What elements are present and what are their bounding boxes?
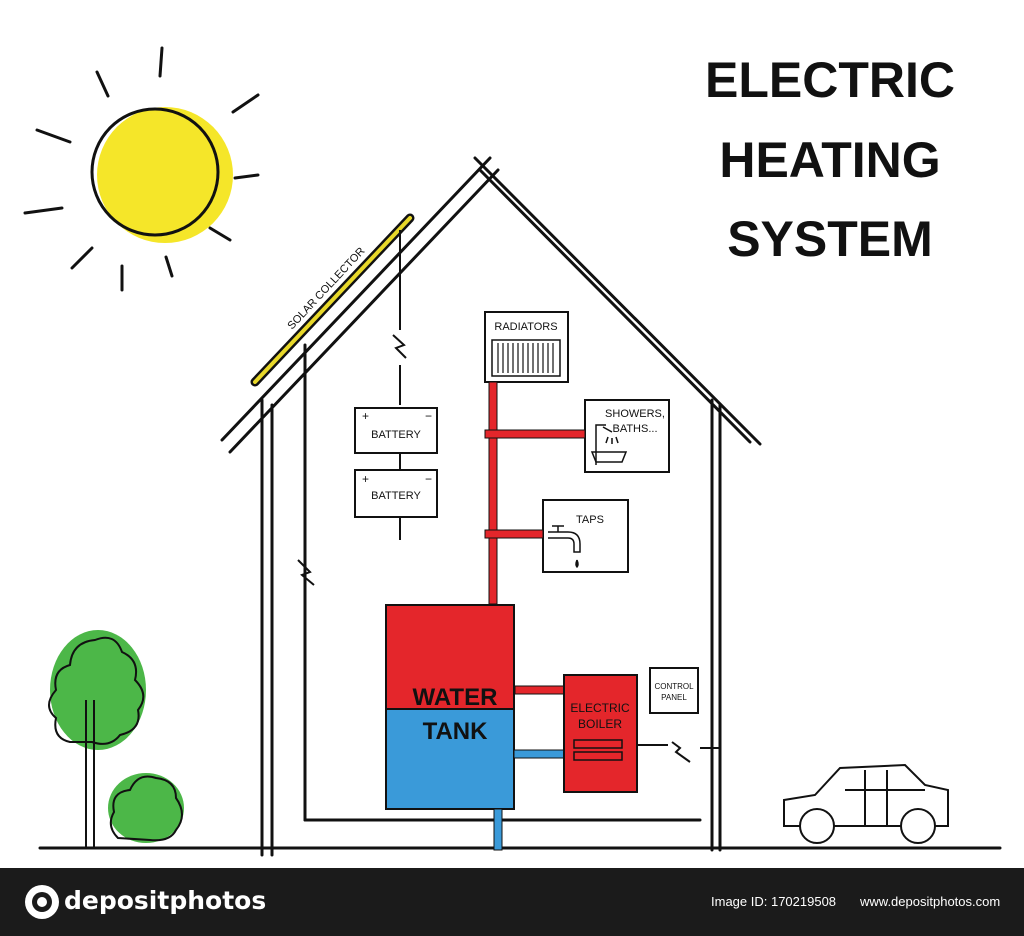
footer-brand: depositphotos: [64, 886, 267, 915]
svg-text:−: −: [425, 472, 432, 486]
car-icon: [783, 763, 949, 844]
svg-text:+: +: [362, 409, 369, 423]
radiators-label: RADIATORS: [494, 321, 557, 333]
watermark-footer: depositphotos Image ID: 170219508 www.de…: [0, 868, 1024, 936]
taps: TAPS: [542, 499, 629, 573]
control-panel-label-line1: CONTROL: [654, 682, 694, 691]
house-roof: [220, 156, 762, 454]
boiler-label-line2: BOILER: [578, 717, 622, 731]
title-line-2: HEATING: [719, 132, 940, 188]
water-tank: WATER TANK: [385, 604, 515, 810]
title-line-3: SYSTEM: [727, 211, 933, 267]
battery-2-label: BATTERY: [371, 490, 421, 502]
sun-icon: [23, 46, 260, 292]
bush-icon: [108, 773, 184, 843]
water-tank-label-line1: WATER: [413, 684, 498, 711]
electric-heating-diagram: ELECTRIC HEATING SYSTEM SOLAR COLLECTOR: [23, 46, 1002, 857]
taps-label: TAPS: [576, 514, 604, 526]
svg-text:−: −: [425, 409, 432, 423]
depositphotos-logo-icon: [25, 885, 59, 919]
showers-label-line1: SHOWERS,: [605, 408, 665, 420]
solar-collector: SOLAR COLLECTOR: [250, 213, 415, 387]
radiator: RADIATORS: [484, 311, 569, 383]
battery-1-label: BATTERY: [371, 429, 421, 441]
electric-boiler: ELECTRIC BOILER: [563, 674, 638, 793]
water-tank-label-line2: TANK: [423, 718, 489, 745]
showers-label-line2: BATHS...: [612, 423, 657, 435]
boiler-label-line1: ELECTRIC: [570, 701, 630, 715]
control-panel-label-line2: PANEL: [661, 693, 687, 702]
footer-url[interactable]: www.depositphotos.com: [860, 894, 1001, 909]
tap-icon: [548, 525, 581, 569]
battery-2: + − BATTERY: [354, 469, 438, 518]
title-line-1: ELECTRIC: [705, 52, 955, 108]
shower-bath-icon: [590, 424, 628, 465]
battery-1: + − BATTERY: [354, 407, 438, 454]
control-panel: CONTROL PANEL: [649, 667, 699, 714]
tree-icon: [48, 630, 146, 848]
house-walls: [38, 343, 1002, 857]
footer-image-id: Image ID: 170219508: [711, 894, 837, 909]
svg-text:+: +: [362, 472, 369, 486]
showers-baths: SHOWERS, BATHS...: [584, 399, 670, 473]
